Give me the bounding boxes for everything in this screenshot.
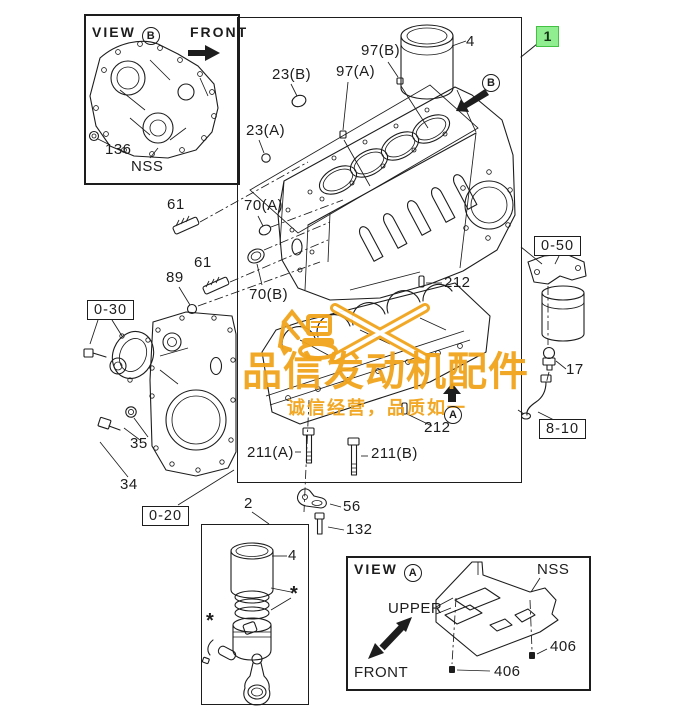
- gear-case-plate-drawing: [97, 311, 237, 506]
- highlighted-part-1[interactable]: 1: [536, 26, 559, 47]
- leader-part1: [520, 43, 538, 58]
- callout-132: 132: [346, 521, 373, 538]
- pan-bolt-parts: [251, 399, 368, 535]
- main-assembly-frame: [237, 17, 522, 483]
- callout-asterisk-pin: *: [206, 610, 215, 632]
- arrow-b-icon: [456, 89, 489, 112]
- marker-circle-b: B: [482, 74, 500, 92]
- callout-97a: 97(A): [336, 63, 376, 80]
- callout-asterisk-rings: *: [290, 583, 299, 605]
- view-a-title: VIEW A: [354, 561, 422, 582]
- section-ref-0-50[interactable]: 0-50: [534, 236, 582, 256]
- view-a-front-label: FRONT: [354, 664, 409, 681]
- callout-70b: 70(B): [249, 286, 289, 303]
- callout-136: 136: [105, 141, 132, 158]
- view-a-letter-badge: A: [403, 564, 422, 582]
- callout-4-liner: 4: [466, 33, 475, 50]
- callout-212-bottom: 212: [424, 419, 451, 436]
- cylinder-block-drawing: [277, 86, 516, 301]
- marker-circle-a: A: [444, 406, 462, 424]
- piston-assembly-drawing: [201, 542, 292, 706]
- callout-61-lower: 61: [194, 254, 212, 271]
- stud-and-plug-parts: [172, 161, 344, 315]
- callout-89: 89: [166, 269, 184, 286]
- top-callout-parts: [258, 61, 429, 187]
- watermark-logo: [277, 303, 430, 363]
- section-ref-0-30[interactable]: 0-30: [87, 300, 135, 320]
- callout-97b: 97(B): [361, 42, 401, 59]
- view-a-nss-label: NSS: [537, 561, 570, 578]
- watermark-title: 品信发动机配件: [242, 350, 529, 394]
- view-b-title-text: VIEW: [92, 24, 136, 40]
- callout-23a: 23(A): [246, 122, 286, 139]
- callout-61-top: 61: [167, 196, 185, 213]
- piston-box-frame: [201, 524, 309, 705]
- callout-70a: 70(A): [244, 197, 284, 214]
- upper-front-arrow-icon: [396, 617, 412, 632]
- callout-211b: 211(B): [371, 445, 418, 462]
- callout-406-right: 406: [550, 638, 577, 655]
- callout-56: 56: [343, 498, 361, 515]
- callout-34: 34: [120, 476, 138, 493]
- callout-23b: 23(B): [272, 66, 312, 83]
- water-pump-drawing: [83, 319, 155, 383]
- front-arrow-icon: [188, 45, 220, 61]
- arrow-a-icon: [443, 383, 461, 402]
- callout-211a: 211(A): [247, 444, 294, 461]
- cylinder-liner-drawing: [400, 24, 467, 100]
- direction-arrows: [443, 89, 489, 402]
- view-b-frame: [84, 14, 240, 185]
- view-b-title: VIEW B: [92, 24, 160, 45]
- oil-filter-drawing: [517, 246, 587, 422]
- callout-406-left: 406: [494, 663, 521, 680]
- callout-17: 17: [566, 361, 584, 378]
- callout-2: 2: [244, 495, 253, 512]
- view-a-upper-label: UPPER: [388, 600, 443, 617]
- watermark-subtitle: 诚信经营，品质如一: [287, 398, 467, 418]
- timing-cover-drawing: [88, 40, 220, 159]
- view-b-letter-badge: B: [141, 27, 160, 45]
- callout-212-top: 212: [444, 274, 471, 291]
- section-ref-0-20[interactable]: 0-20: [142, 506, 190, 526]
- callout-nss-viewb: NSS: [131, 158, 164, 175]
- view-b-front-label: FRONT: [190, 24, 249, 40]
- upper-pan-plate-drawing: [368, 561, 559, 673]
- callout-35: 35: [130, 435, 148, 452]
- view-a-frame: [346, 556, 591, 691]
- view-a-title-text: VIEW: [354, 561, 398, 577]
- section-ref-8-10[interactable]: 8-10: [539, 419, 587, 439]
- callout-4-piston-box: 4: [288, 547, 297, 564]
